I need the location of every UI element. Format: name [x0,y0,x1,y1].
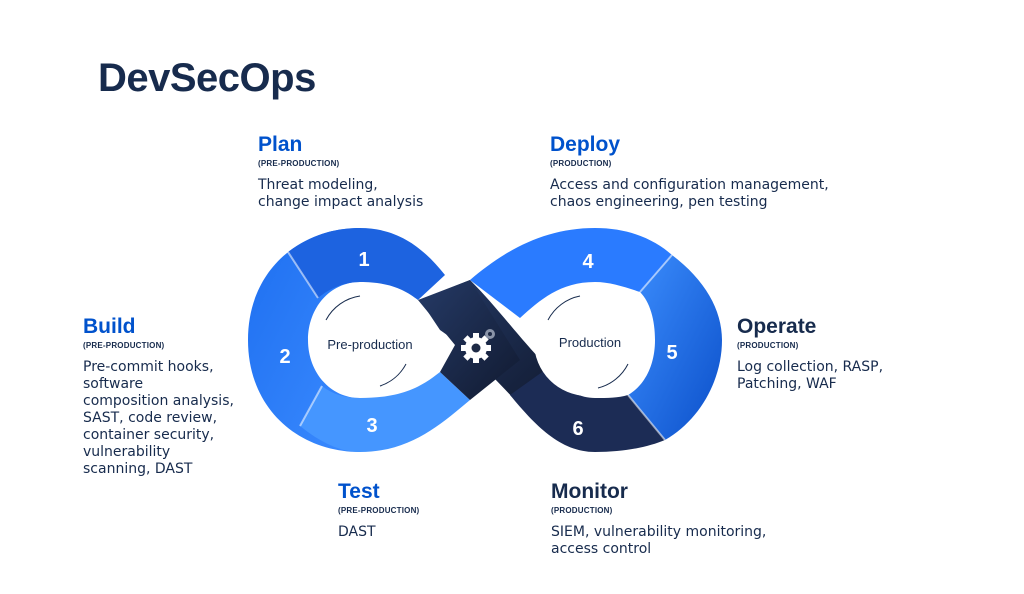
phase-description: DAST [338,524,518,541]
phase-name: Plan [258,133,303,156]
phase-name: Build [83,315,136,338]
description-line: Pre-commit hooks, [83,359,214,375]
segment-number-2: 2 [279,346,290,368]
description-line: DAST [338,524,376,540]
segment-1-shape [288,228,445,300]
phase-description: SIEM, vulnerability monitoring,access co… [551,524,831,558]
phase-build: Build (PRE-PRODUCTION) Pre-commit hooks,… [83,315,253,478]
phase-test: Test (PRE-PRODUCTION) DAST [338,480,518,541]
gears-icon [461,329,495,363]
segment-number-5: 5 [666,342,677,364]
segment-number-3: 3 [366,415,377,437]
description-line: composition analysis, [83,393,234,409]
phase-plan: Plan (PRE-PRODUCTION) Threat modeling,ch… [258,133,488,211]
segment-5-shape [628,255,722,440]
description-line: chaos engineering, pen testing [550,194,768,210]
description-line: vulnerability [83,444,171,460]
description-line: Access and configuration management, [550,177,829,193]
phase-tag: (PRE-PRODUCTION) [258,159,340,168]
segment-6-shape [510,370,665,452]
description-line: Threat modeling, [258,177,378,193]
phase-name: Deploy [550,133,621,156]
phase-name: Test [338,480,380,503]
phase-tag: (PRODUCTION) [550,159,612,168]
phase-name: Operate [737,315,817,338]
segment-number-1: 1 [358,249,369,271]
pre-production-label: Pre-production [327,337,412,352]
description-line: Log collection, RASP, [737,359,884,375]
production-label: Production [559,335,621,350]
phase-description: Log collection, RASP,Patching, WAF [737,359,937,393]
phase-monitor: Monitor (PRODUCTION) SIEM, vulnerability… [551,480,831,558]
description-line: container security, [83,427,215,443]
phase-deploy: Deploy (PRODUCTION) Access and configura… [550,133,880,211]
phase-tag: (PRE-PRODUCTION) [83,341,165,350]
description-line: scanning, DAST [83,461,193,477]
description-line: Patching, WAF [737,376,837,392]
pre-production-circle [312,288,420,396]
segment-3-shape [300,372,470,452]
phase-tag: (PRE-PRODUCTION) [338,506,420,515]
segment-4-shape [470,228,672,318]
phase-description: Access and configuration management,chao… [550,177,880,211]
description-line: SAST, code review, [83,410,218,426]
phase-description: Threat modeling,change impact analysis [258,177,488,211]
description-line: SIEM, vulnerability monitoring, [551,524,767,540]
phase-operate: Operate (PRODUCTION) Log collection, RAS… [737,315,937,393]
page-title: DevSecOps [98,56,316,100]
phase-name: Monitor [551,480,628,503]
description-line: change impact analysis [258,194,424,210]
phase-tag: (PRODUCTION) [551,506,613,515]
description-line: software [83,376,144,392]
description-line: access control [551,541,652,557]
production-circle [534,288,642,396]
segment-number-6: 6 [572,418,583,440]
segment-number-4: 4 [582,251,594,273]
phase-tag: (PRODUCTION) [737,341,799,350]
